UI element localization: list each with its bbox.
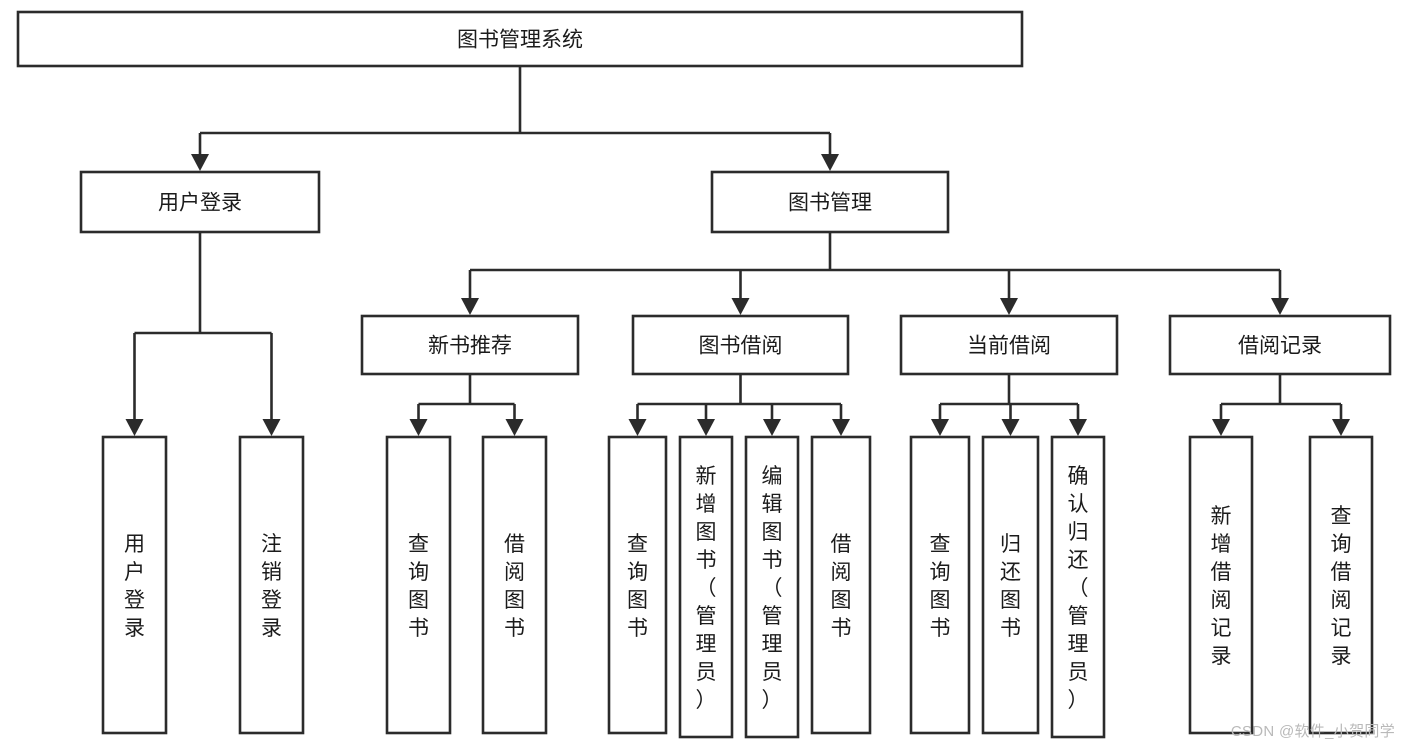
node-label-leaf-query-book-2: 查询图书 [627,533,648,640]
node-label-leaf-query-record: 查询借阅记录 [1331,505,1352,668]
node-box-leaf-borrow-book-1 [481,435,548,735]
csdn-watermark: CSDN @软件_小贺同学 [1230,723,1395,740]
node-label-leaf-query-book-1: 查询图书 [408,533,429,640]
node-box-leaf-add-record [1188,435,1254,735]
node-leaf-user-login[interactable]: 用户登录 [101,435,168,735]
node-user-login[interactable]: 用户登录 [79,170,321,234]
nodes-layer: 图书管理系统用户登录图书管理新书推荐图书借阅当前借阅借阅记录用户登录注销登录查询… [16,10,1392,739]
edge-group-book-manage [461,232,1289,315]
node-box-borrow-record [1168,314,1392,376]
node-root[interactable]: 图书管理系统 [16,10,1024,68]
node-leaf-add-record[interactable]: 新增借阅记录 [1188,435,1254,735]
node-label-leaf-user-login: 用户登录 [124,533,145,640]
node-box-leaf-borrow-book-2 [810,435,872,735]
arrow-head-icon [628,419,647,436]
node-label-book-manage: 图书管理 [788,192,872,215]
edge-group-book-borrow [628,374,850,436]
node-box-leaf-return-book [981,435,1040,735]
arrow-head-icon [731,298,750,315]
node-label-new-book-rec: 新书推荐 [428,335,512,358]
arrow-head-icon [461,298,479,315]
node-label-leaf-add-record: 新增借阅记录 [1211,505,1232,668]
node-box-new-book-rec [360,314,580,376]
node-leaf-query-record[interactable]: 查询借阅记录 [1308,435,1374,735]
node-box-leaf-confirm-return [1050,435,1106,739]
edge-group-user-login [125,232,281,436]
node-box-root [16,10,1024,68]
arrow-head-icon [763,419,781,436]
node-leaf-query-book-3[interactable]: 查询图书 [909,435,971,735]
arrow-head-icon [262,419,281,436]
connectors-layer [125,66,1350,436]
edge-group-borrow-record [1212,374,1350,436]
arrow-head-icon [832,419,850,436]
arrow-head-icon [1001,419,1020,436]
node-box-leaf-user-login [101,435,168,735]
node-leaf-borrow-book-2[interactable]: 借阅图书 [810,435,872,735]
node-label-leaf-add-book: 新增图书（管理员） [696,465,717,712]
node-box-user-login [79,170,321,234]
node-leaf-query-book-2[interactable]: 查询图书 [607,435,668,735]
node-leaf-borrow-book-1[interactable]: 借阅图书 [481,435,548,735]
arrow-head-icon [1000,298,1018,315]
node-label-leaf-borrow-book-1: 借阅图书 [504,533,525,640]
edge-group-new-book-rec [409,374,524,436]
arrow-head-icon [697,419,715,436]
edge-group-root [191,66,839,171]
arrow-head-icon [191,154,209,171]
arrow-head-icon [1212,419,1230,436]
edge-group-current-borrow [931,374,1087,436]
node-label-leaf-query-book-3: 查询图书 [930,533,951,640]
node-box-leaf-query-record [1308,435,1374,735]
node-label-current-borrow: 当前借阅 [967,335,1051,358]
arrow-head-icon [409,419,428,436]
node-box-leaf-query-book-1 [385,435,452,735]
node-label-root: 图书管理系统 [457,29,583,52]
arrow-head-icon [1332,419,1350,436]
node-label-borrow-record: 借阅记录 [1238,335,1322,358]
node-leaf-edit-book[interactable]: 编辑图书（管理员） [744,435,800,739]
node-box-leaf-edit-book [744,435,800,739]
node-leaf-logout[interactable]: 注销登录 [238,435,305,735]
node-label-leaf-return-book: 归还图书 [1000,533,1021,640]
arrow-head-icon [821,154,839,171]
node-current-borrow[interactable]: 当前借阅 [899,314,1119,376]
node-leaf-query-book-1[interactable]: 查询图书 [385,435,452,735]
node-box-book-borrow [631,314,850,376]
arrow-head-icon [931,419,949,436]
arrow-head-icon [505,419,524,436]
node-label-book-borrow: 图书借阅 [699,335,783,358]
node-new-book-rec[interactable]: 新书推荐 [360,314,580,376]
node-box-leaf-logout [238,435,305,735]
arrow-head-icon [1069,419,1087,436]
arrow-head-icon [1271,298,1289,315]
node-borrow-record[interactable]: 借阅记录 [1168,314,1392,376]
node-label-leaf-confirm-return: 确认归还（管理员） [1068,465,1089,712]
node-box-leaf-query-book-3 [909,435,971,735]
node-label-leaf-borrow-book-2: 借阅图书 [831,533,852,640]
node-box-leaf-add-book [678,435,734,739]
node-leaf-confirm-return[interactable]: 确认归还（管理员） [1050,435,1106,739]
node-box-current-borrow [899,314,1119,376]
node-label-leaf-edit-book: 编辑图书（管理员） [762,465,783,712]
node-label-leaf-logout: 注销登录 [261,533,282,640]
node-leaf-return-book[interactable]: 归还图书 [981,435,1040,735]
node-label-user-login: 用户登录 [158,192,242,215]
arrow-head-icon [125,419,144,436]
node-box-leaf-query-book-2 [607,435,668,735]
node-book-manage[interactable]: 图书管理 [710,170,950,234]
node-book-borrow[interactable]: 图书借阅 [631,314,850,376]
node-leaf-add-book[interactable]: 新增图书（管理员） [678,435,734,739]
node-box-book-manage [710,170,950,234]
